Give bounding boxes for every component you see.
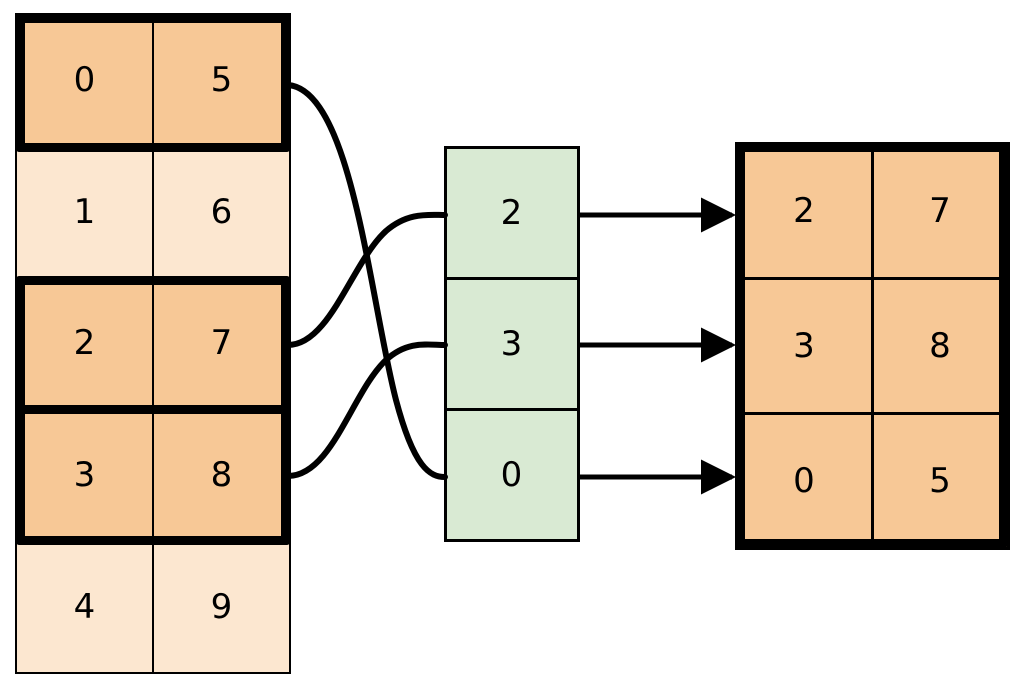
source-cell-r2c1: 7 — [152, 276, 291, 411]
index-column: 2 3 0 — [443, 145, 580, 543]
source-cell-r3c1: 8 — [152, 408, 291, 543]
curve-source-row-0-to-index-row-2 — [285, 82, 448, 480]
result-matrix: 2 7 3 8 0 5 — [734, 141, 1010, 550]
result-cell-r0c0: 2 — [734, 141, 874, 280]
index-cell-r2: 0 — [443, 408, 580, 543]
source-cell-r2c0: 2 — [15, 276, 154, 411]
source-cell-r4c1: 9 — [152, 540, 291, 674]
index-cell-r0: 2 — [443, 145, 580, 280]
curve-source-row-2-to-index-row-0 — [285, 211, 448, 348]
result-cell-r0c1: 7 — [870, 141, 1010, 280]
index-cell-r1: 3 — [443, 276, 580, 412]
source-cell-r1c0: 1 — [15, 144, 154, 279]
source-cell-r0c1: 5 — [152, 13, 291, 147]
source-cell-r4c0: 4 — [15, 540, 154, 674]
result-cell-r1c0: 3 — [734, 276, 874, 415]
result-cell-r2c1: 5 — [870, 411, 1010, 550]
source-cell-r1c1: 6 — [152, 144, 291, 279]
source-cell-r3c0: 3 — [15, 408, 154, 543]
curve-source-row-3-to-index-row-1 — [285, 341, 448, 479]
result-cell-r2c0: 0 — [734, 411, 874, 550]
result-cell-r1c1: 8 — [870, 276, 1010, 415]
source-cell-r0c0: 0 — [15, 13, 154, 147]
source-matrix: 0 5 1 6 2 7 3 8 4 9 — [15, 13, 291, 674]
